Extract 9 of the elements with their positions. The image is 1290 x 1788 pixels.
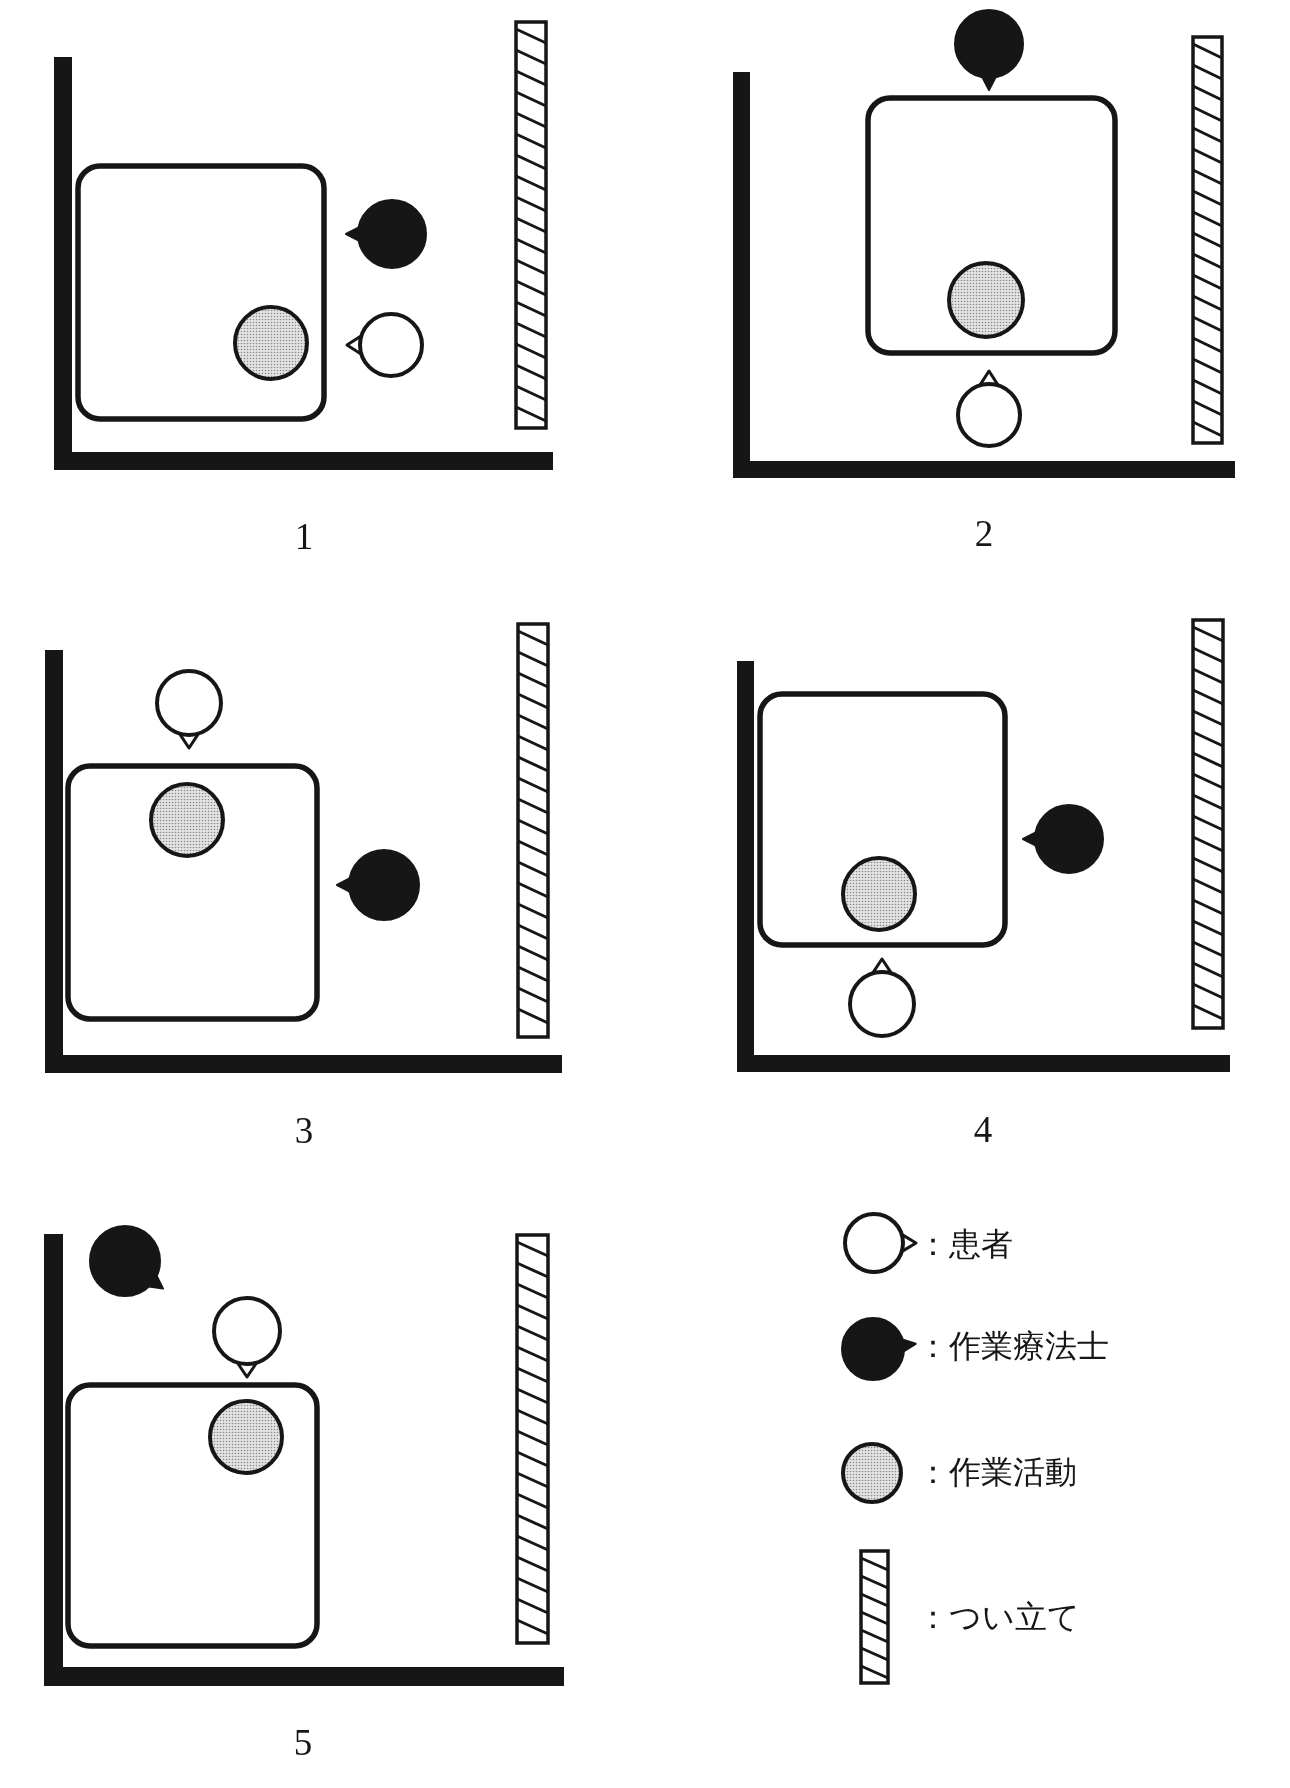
legend-label: ：作業療法士 bbox=[917, 1329, 1109, 1365]
panel-number: 1 bbox=[294, 517, 314, 555]
panel-number: 3 bbox=[294, 1111, 314, 1149]
panel-number: 2 bbox=[974, 514, 994, 552]
panel-number: 4 bbox=[973, 1110, 993, 1148]
legend-label: ：患者 bbox=[917, 1227, 1013, 1263]
legend-label: ：作業活動 bbox=[917, 1455, 1077, 1491]
panel-number: 5 bbox=[293, 1723, 313, 1761]
legend-label: ：つい立て bbox=[917, 1600, 1080, 1636]
